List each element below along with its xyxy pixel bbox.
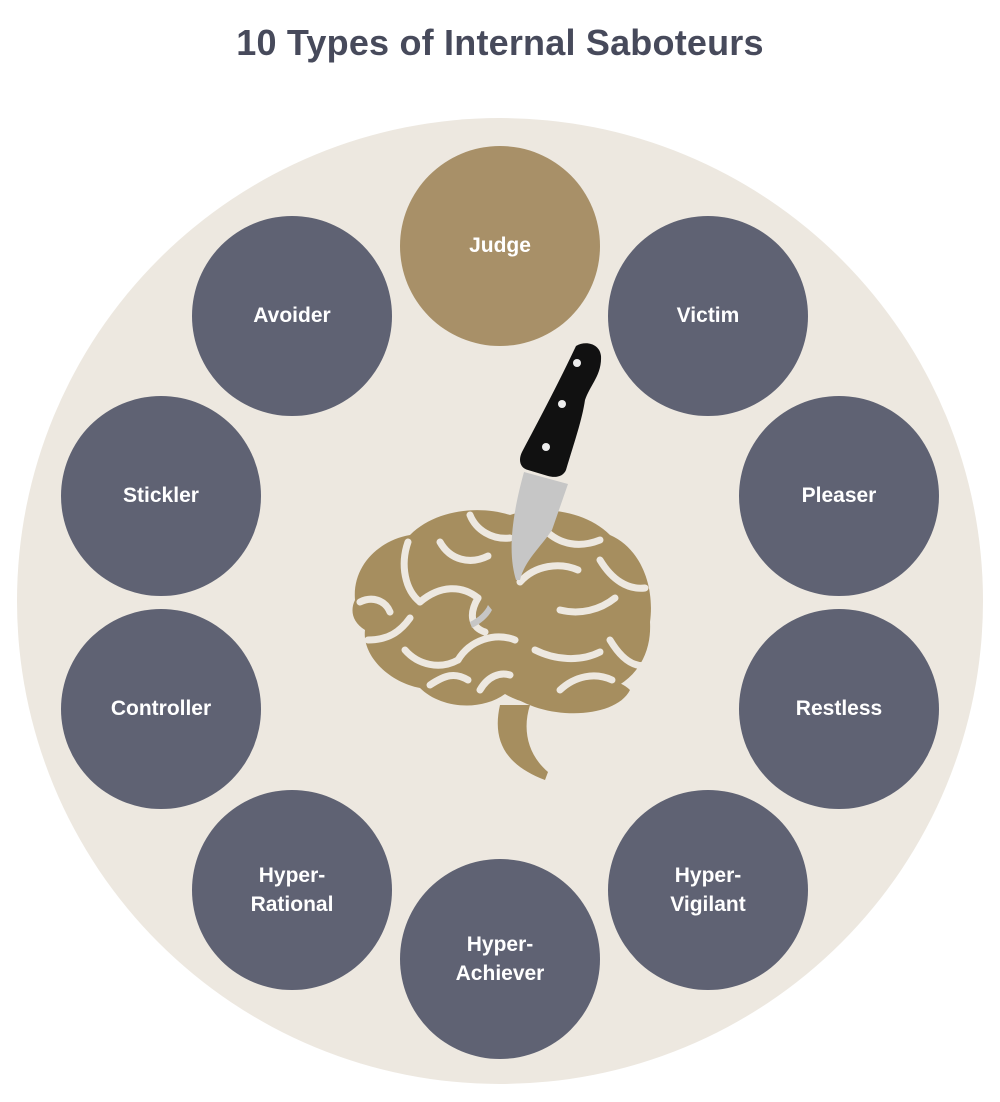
- node-label: Stickler: [123, 484, 199, 508]
- node-label-line1: Hyper-: [466, 932, 534, 956]
- knife-tip-icon: [470, 605, 492, 628]
- brain-stem-icon: [497, 705, 548, 780]
- node-label-line1: Hyper-: [674, 863, 742, 887]
- node-victim: Victim: [608, 216, 808, 416]
- node-label: Restless: [795, 697, 883, 721]
- knife-rivet-icon: [558, 400, 566, 408]
- node-hyper-vigilant: Hyper- Vigilant: [608, 790, 808, 990]
- node-label: Controller: [110, 697, 212, 721]
- node-stickler: Stickler: [61, 396, 261, 596]
- node-avoider: Avoider: [192, 216, 392, 416]
- node-label: Pleaser: [801, 484, 877, 508]
- node-label: Avoider: [253, 304, 331, 328]
- node-label-line1: Hyper-: [258, 863, 326, 887]
- node-label-line2: Rational: [250, 893, 334, 916]
- node-label: Judge: [469, 234, 531, 258]
- page-title: 10 Types of Internal Saboteurs: [236, 22, 764, 63]
- node-pleaser: Pleaser: [739, 396, 939, 596]
- knife-blade-icon: [511, 472, 568, 580]
- knife-rivet-icon: [542, 443, 550, 451]
- node-label-line2: Vigilant: [670, 893, 746, 916]
- brain-folds-icon: [356, 511, 652, 694]
- node-judge: Judge: [400, 146, 600, 346]
- node-hyper-achiever: Hyper- Achiever: [400, 859, 600, 1059]
- node-label-line2: Achiever: [455, 962, 545, 985]
- node-hyper-rational: Hyper- Rational: [192, 790, 392, 990]
- node-label: Victim: [676, 304, 740, 328]
- node-restless: Restless: [739, 609, 939, 809]
- knife-rivet-icon: [573, 359, 581, 367]
- node-controller: Controller: [61, 609, 261, 809]
- knife-handle-icon: [520, 343, 602, 477]
- brain-with-knife-icon: [352, 343, 652, 780]
